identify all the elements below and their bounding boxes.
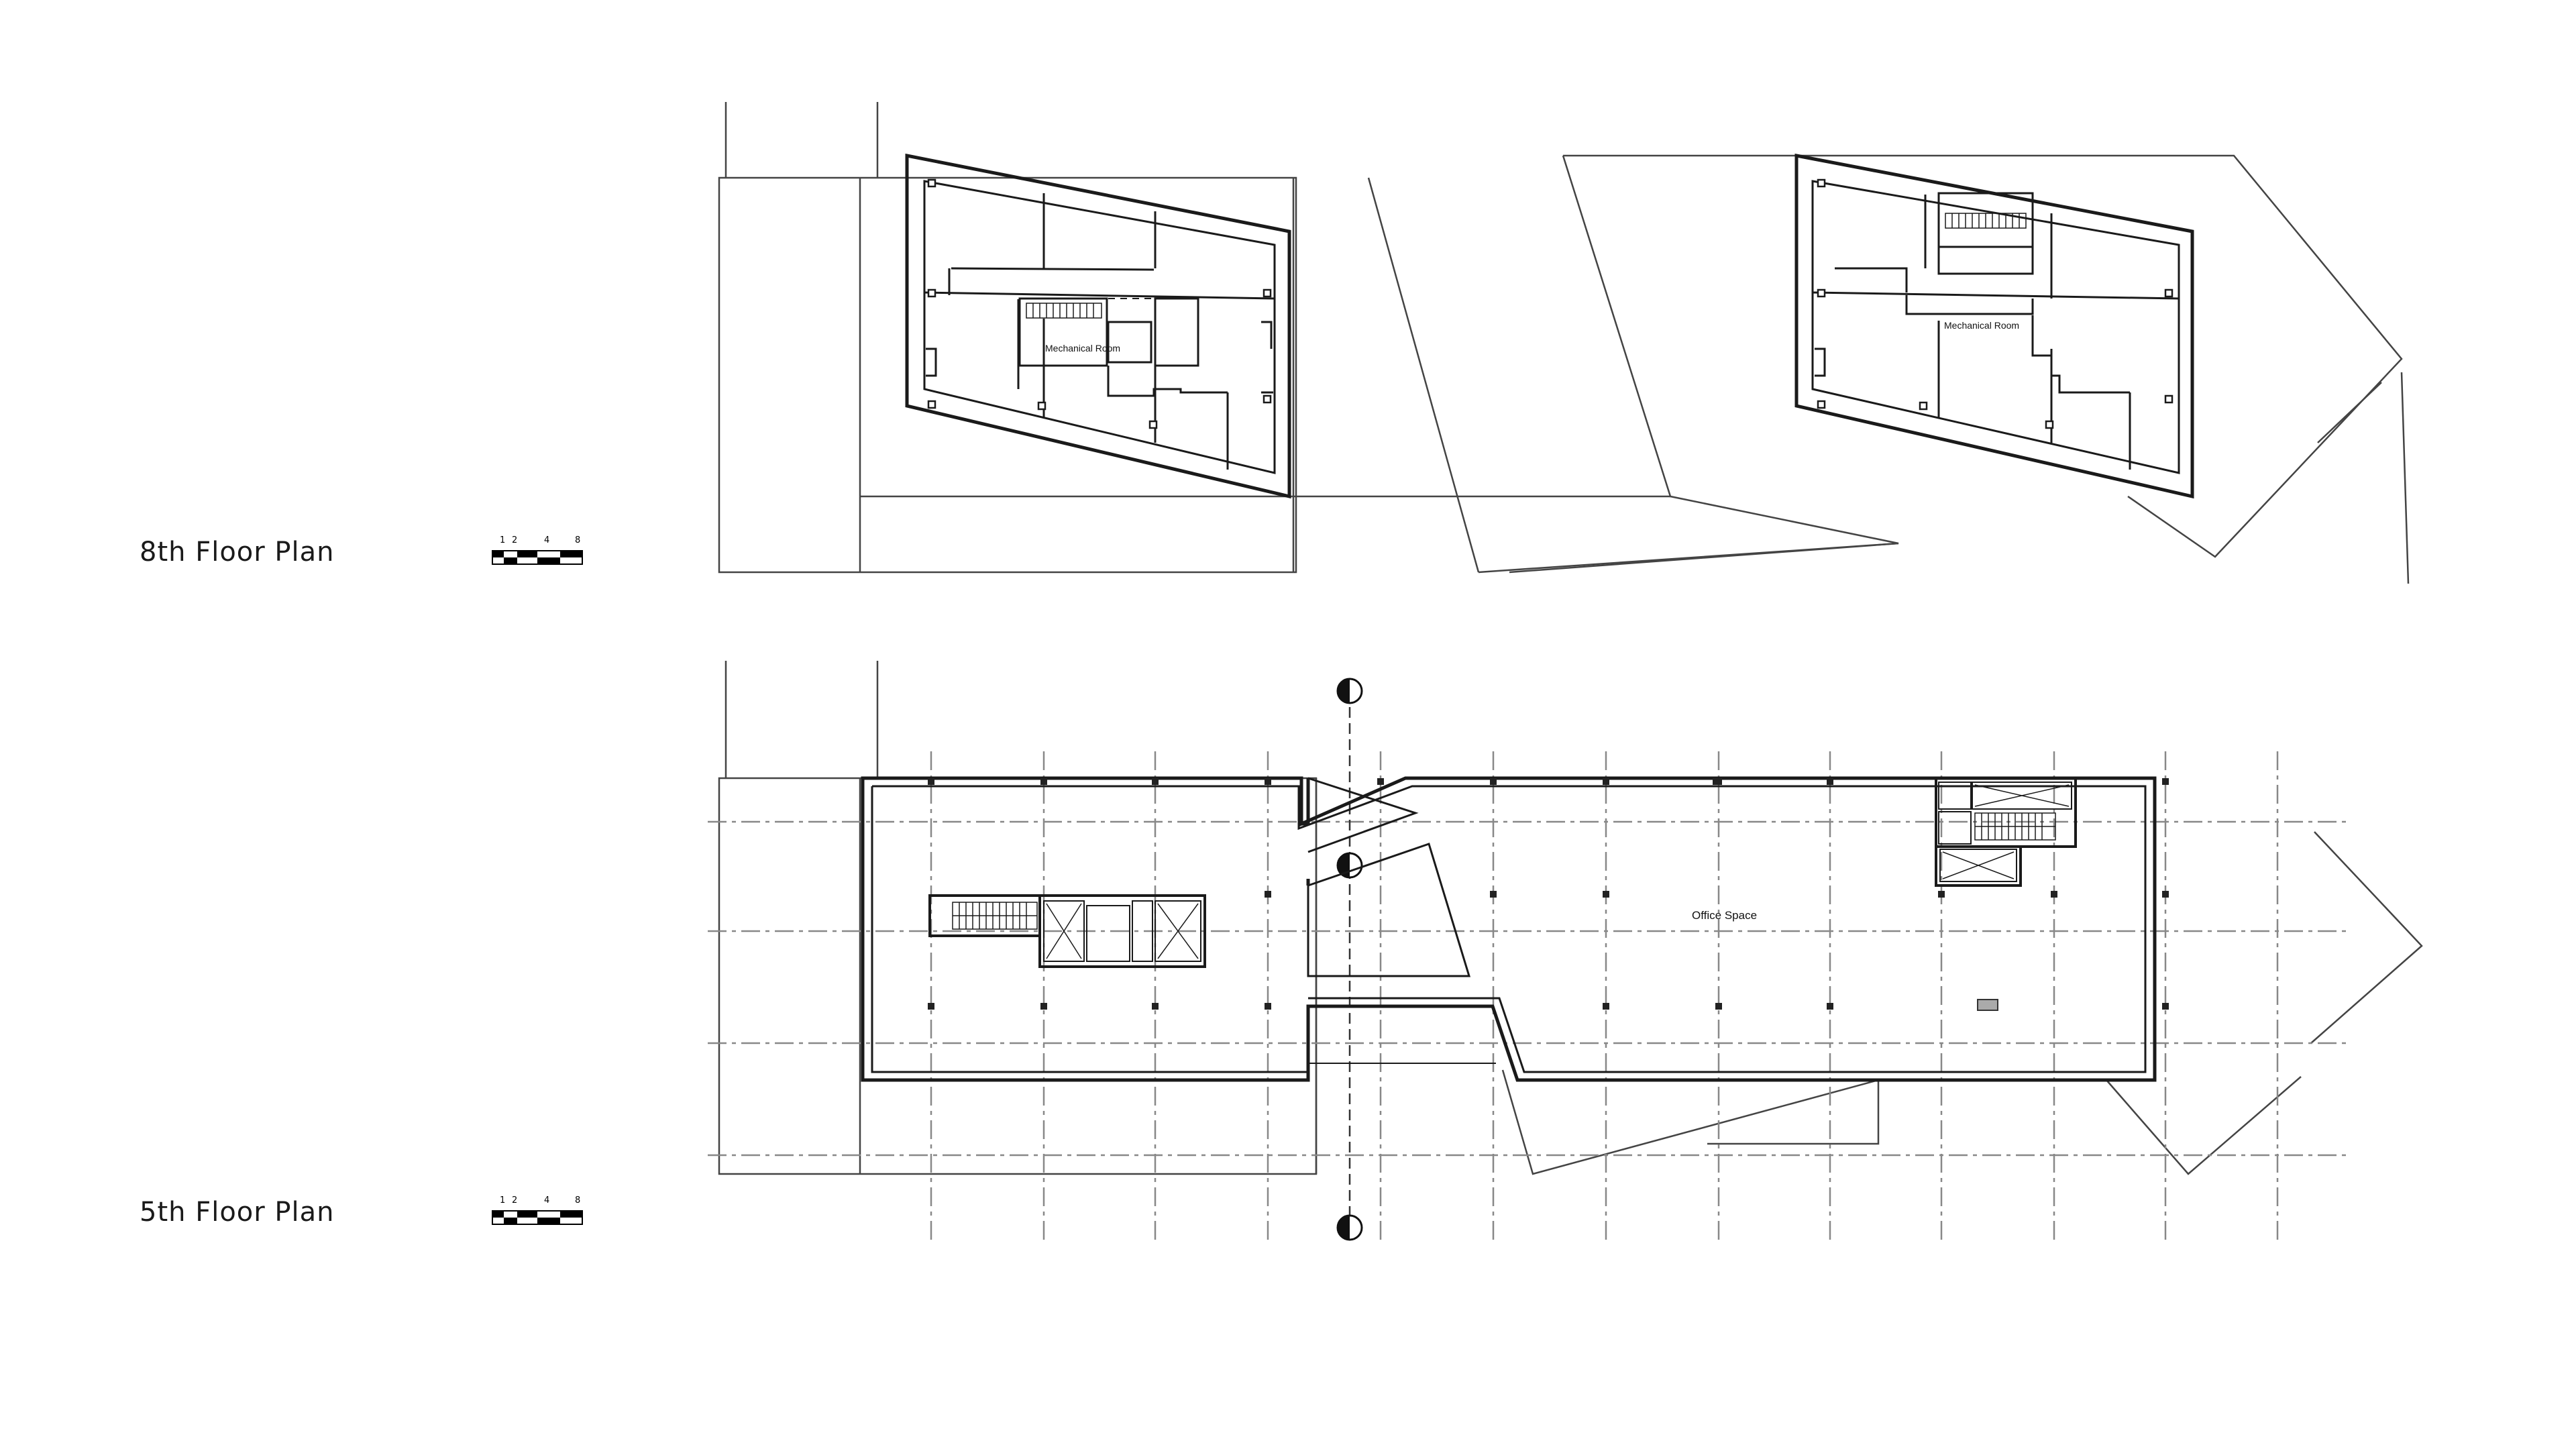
structural-grid [708, 751, 2351, 1241]
upper-right-mechanical-room-label: Mechanical Room [1944, 320, 2019, 331]
stair-hatch [1945, 213, 2027, 229]
scale-ticks: 1 2 4 8 [492, 1195, 586, 1209]
upper-left-tower [905, 153, 1291, 499]
scale-tick-1: 1 [500, 1195, 506, 1205]
stair-hatch [1026, 303, 1102, 319]
section-marker-bottom [1336, 1214, 1363, 1241]
scale-tick-4: 4 [544, 535, 550, 545]
section-marker-top [1336, 678, 1363, 704]
upper-right-tower [1794, 153, 2194, 499]
scale-tick-2: 2 [512, 535, 518, 545]
lower-plan-title: 5th Floor Plan [140, 1197, 335, 1228]
lower-site-context [718, 661, 2423, 1175]
office-space-label: Office Space [1692, 909, 1757, 922]
lower-left-core [928, 894, 1206, 968]
scale-checker [492, 550, 583, 565]
scale-tick-8: 8 [575, 535, 581, 545]
upper-left-mechanical-room-label: Mechanical Room [1045, 343, 1120, 354]
upper-site-context [718, 102, 2410, 584]
lower-equipment-box [1977, 999, 1998, 1011]
scale-tick-2: 2 [512, 1195, 518, 1205]
stair-hatch [1974, 812, 2056, 841]
scale-checker [492, 1210, 583, 1225]
upper-plan-title: 8th Floor Plan [140, 537, 335, 568]
scale-tick-4: 4 [544, 1195, 550, 1205]
scale-ticks: 1 2 4 8 [492, 535, 586, 549]
upper-scale-bar: 1 2 4 8 [492, 535, 586, 569]
lower-building-outline [861, 776, 2157, 1082]
lower-columns [928, 778, 2169, 1010]
scale-tick-1: 1 [500, 535, 506, 545]
scale-tick-8: 8 [575, 1195, 581, 1205]
lower-right-core [1935, 777, 2077, 887]
lower-scale-bar: 1 2 4 8 [492, 1195, 586, 1229]
stair-hatch [952, 902, 1038, 930]
